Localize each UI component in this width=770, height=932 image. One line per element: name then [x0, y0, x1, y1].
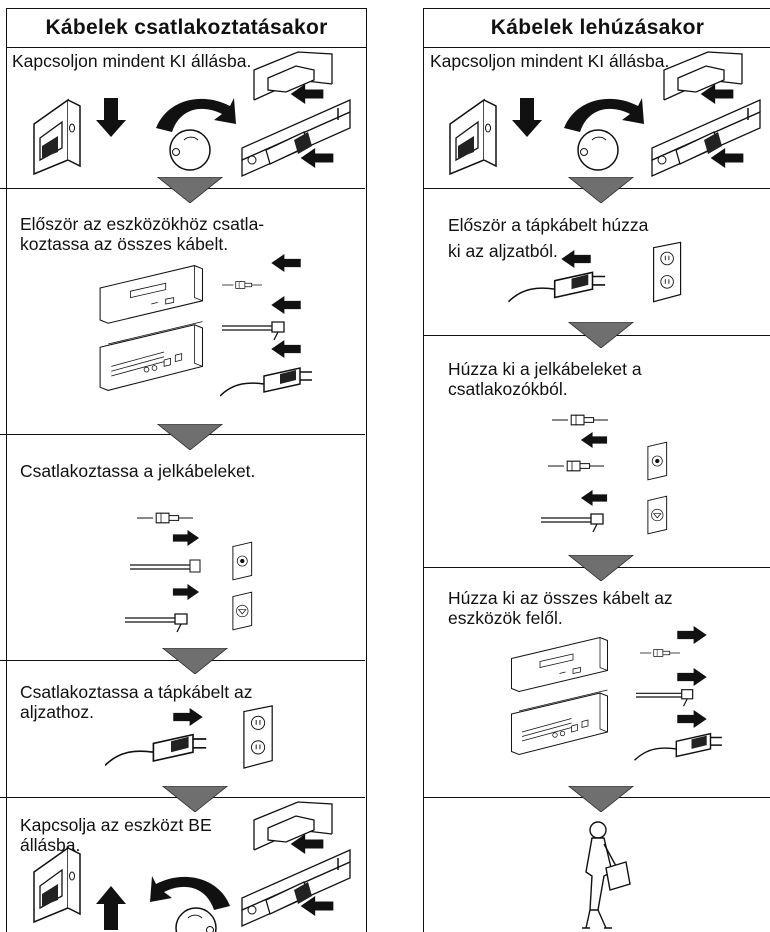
power-plug-icon: [220, 367, 313, 397]
arrow-left-icon: [300, 148, 334, 168]
rj-cable-icon: [124, 613, 188, 633]
arrow-right-icon: [677, 626, 707, 644]
wall-switch-icon: [33, 847, 81, 923]
arrow-left-icon: [271, 296, 301, 314]
arrow-left-icon: [710, 148, 744, 168]
power-plug-icon: [105, 733, 208, 767]
coax-cable-icon: [551, 414, 609, 426]
power-plug-icon: [508, 271, 606, 303]
step-text: Először az eszközökhöz csatla-koztassa a…: [20, 214, 265, 254]
flow-down-icon: [162, 648, 228, 674]
arrow-up-icon: [96, 886, 126, 930]
arrow-right-icon: [677, 668, 707, 686]
knob-turn-icon: [155, 97, 237, 171]
arrow-left-icon: [580, 432, 608, 448]
power-outlet-icon: [653, 241, 682, 303]
connect-column: Kábelek csatlakoztatásakor: [6, 8, 367, 932]
arrow-right-icon: [172, 530, 200, 546]
signal-jack-icon: [647, 441, 668, 481]
walking-person-icon: [582, 821, 631, 929]
coax-cable-icon: [222, 281, 262, 289]
flow-down-icon: [157, 177, 223, 203]
rj-cable-icon: [222, 321, 285, 341]
step-text: Csatlakoztassa a jelkábeleket.: [20, 461, 256, 481]
knob-turn-icon: [563, 97, 645, 171]
disconnect-column: Kábelek lehúzásakor: [423, 8, 770, 932]
arrow-left-icon: [271, 340, 301, 358]
wall-switch-icon: [449, 99, 497, 175]
flow-down-icon: [568, 322, 634, 348]
rocker-switch-icon: [241, 51, 351, 177]
arrow-right-icon: [173, 708, 203, 726]
flow-down-icon: [157, 424, 223, 450]
arrow-right-icon: [677, 710, 707, 728]
signal-jack-icon: [647, 495, 668, 535]
step-text: Kapcsoljon mindent KI állásba.: [12, 51, 252, 71]
signal-jack-icon: [232, 591, 253, 631]
signal-jack-icon: [232, 541, 253, 581]
flow-down-icon: [568, 177, 634, 203]
step-text: Kapcsoljon mindent KI állásba.: [430, 51, 670, 71]
rj-cable-icon: [540, 513, 604, 533]
arrow-left-icon: [561, 250, 591, 268]
coax-cable-icon: [136, 512, 194, 524]
knob-turn-icon: [149, 875, 231, 932]
arrow-right-icon: [172, 584, 200, 600]
connect-title: Kábelek csatlakoztatásakor: [7, 8, 366, 48]
flow-down-icon: [568, 555, 634, 581]
devices-icon: [510, 636, 609, 756]
arrow-left-icon: [580, 490, 608, 506]
coax-cable-icon: [640, 649, 680, 657]
disconnect-title: Kábelek lehúzásakor: [424, 8, 770, 48]
rj-cable-icon: [636, 689, 694, 707]
arrow-down-icon: [96, 98, 126, 137]
wall-switch-icon: [33, 99, 81, 175]
arrow-down-icon: [512, 98, 542, 137]
coax-cable-icon: [547, 460, 605, 472]
power-outlet-icon: [243, 705, 273, 769]
devices-icon: [99, 264, 204, 392]
arrow-left-icon: [271, 254, 301, 272]
flow-down-icon: [162, 786, 228, 812]
flow-down-icon: [568, 786, 634, 812]
rocker-switch-icon: [651, 51, 761, 177]
rocker-switch-icon: [241, 801, 351, 927]
power-plug-icon: [634, 732, 723, 762]
